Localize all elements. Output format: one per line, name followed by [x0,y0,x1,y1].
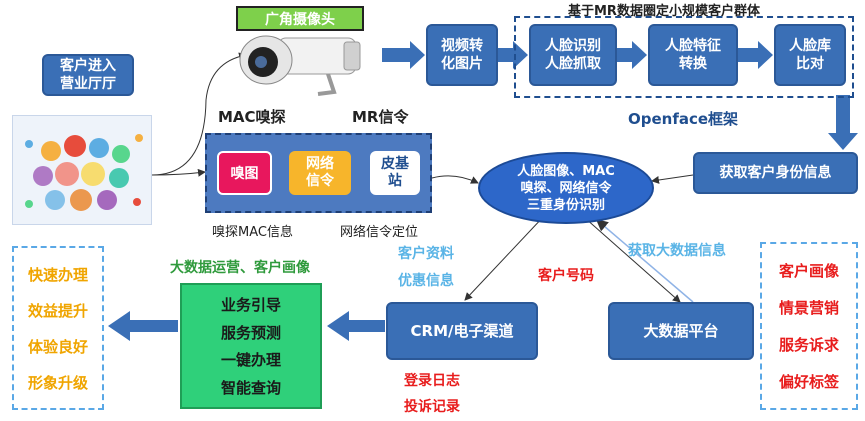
sniff-image-chip: 嗅图 [217,151,272,195]
line-identity-to-ellipse [651,174,694,184]
crm-box: CRM/电子渠道 [386,302,538,360]
line-image-to-camera [151,52,247,176]
face-detect-line1: 人脸识别 [545,38,601,54]
face-library-line2: 比对 [796,56,824,72]
network-signal-line2: 信令 [306,173,334,189]
video-to-image-line2: 化图片 [441,56,483,72]
line-ellipse-to-crm [464,214,546,301]
benefit-item: 效益提升 [27,301,88,320]
mr-group-title: 基于MR数据圈定小规模客户群体 [568,4,760,19]
arrow-crm-to-services [327,311,385,341]
customer-info-line1: 客户资料 [398,246,454,262]
line-image-to-panel [151,168,206,177]
services-box: 业务引导 服务预测 一键办理 智能查询 [180,283,322,409]
benefit-item: 形象升级 [27,373,88,392]
pico-station-chip: 皮基 站 [370,151,420,195]
network-signal-line1: 网络 [306,156,334,172]
triple-identity-line1: 人脸图像、MAC [517,163,615,179]
arrow-camera-to-video [382,41,425,69]
get-bigdata-label: 获取大数据信息 [628,243,726,259]
profile-item: 客户画像 [778,262,839,280]
face-library-box: 人脸库 比对 [774,24,846,86]
face-library-line1: 人脸库 [789,38,831,54]
face-detect-box: 人脸识别 人脸抓取 [529,24,617,86]
video-to-image-box: 视频转 化图片 [426,24,498,86]
pico-station-line2: 站 [388,173,402,189]
profile-item: 情景营销 [778,299,839,317]
camera-label: 广角摄像头 [236,6,364,31]
sniff-mac-caption: 嗅探MAC信息 [212,225,293,240]
mr-group-border [514,16,854,98]
service-item: 服务预测 [220,323,281,342]
arrow-face-to-feature [617,41,647,69]
line-ellipse-to-bigdata [584,217,681,303]
arrow-services-to-benefits [108,311,178,341]
service-item: 业务引导 [220,296,281,315]
operations-title: 大数据运营、客户画像 [170,260,310,276]
triple-identity-line3: 三重身份识别 [526,197,605,213]
benefit-item: 体验良好 [27,337,88,356]
line-bigdata-to-ellipse [595,219,694,303]
customer-crowd-image [12,115,152,225]
face-detect-line2: 人脸抓取 [545,56,601,72]
customer-info-line2: 优惠信息 [398,273,454,289]
camera-icon [239,35,361,96]
pico-station-line1: 皮基 [381,156,409,172]
network-signal-chip: 网络 信令 [289,151,351,195]
crowd-icon [25,134,143,211]
profiles-box: 客户画像 情景营销 服务诉求 偏好标签 [760,242,858,410]
triple-identity-line2: 嗅探、网络信令 [520,180,612,196]
profile-item: 偏好标签 [778,373,839,391]
customer-enter-line2: 营业厅厅 [60,76,116,92]
sniff-panel: 嗅图 网络 信令 皮基 站 [205,133,432,213]
customer-enter-line1: 客户进入 [60,58,116,74]
benefit-item: 快速办理 [27,265,88,284]
crm-log-line2: 投诉记录 [404,399,460,415]
arrow-video-to-face [498,41,528,69]
line-panel-to-ellipse [431,175,479,184]
get-identity-box: 获取客户身份信息 [693,152,858,194]
face-feature-box: 人脸特征 转换 [648,24,738,86]
profile-item: 服务诉求 [778,336,839,354]
face-feature-line2: 转换 [679,56,707,72]
arrow-feature-to-lib [738,41,773,69]
arrow-lib-down [828,95,858,150]
service-item: 一键办理 [220,351,281,370]
video-to-image-line1: 视频转 [441,38,483,54]
crm-log-line1: 登录日志 [404,373,460,389]
bigdata-box: 大数据平台 [608,302,754,360]
signal-locate-caption: 网络信令定位 [340,225,419,240]
service-item: 智能查询 [220,378,281,397]
mr-signal-label: MR信令 [352,108,409,126]
benefits-box: 快速办理 效益提升 体验良好 形象升级 [12,246,104,410]
face-feature-line1: 人脸特征 [665,38,721,54]
openface-label: Openface框架 [628,110,739,128]
customer-enter-box: 客户进入 营业厅厅 [42,54,134,96]
mac-sniff-label: MAC嗅探 [218,108,286,126]
triple-identity-ellipse: 人脸图像、MAC 嗅探、网络信令 三重身份识别 [478,152,654,224]
customer-number-label: 客户号码 [538,268,594,284]
